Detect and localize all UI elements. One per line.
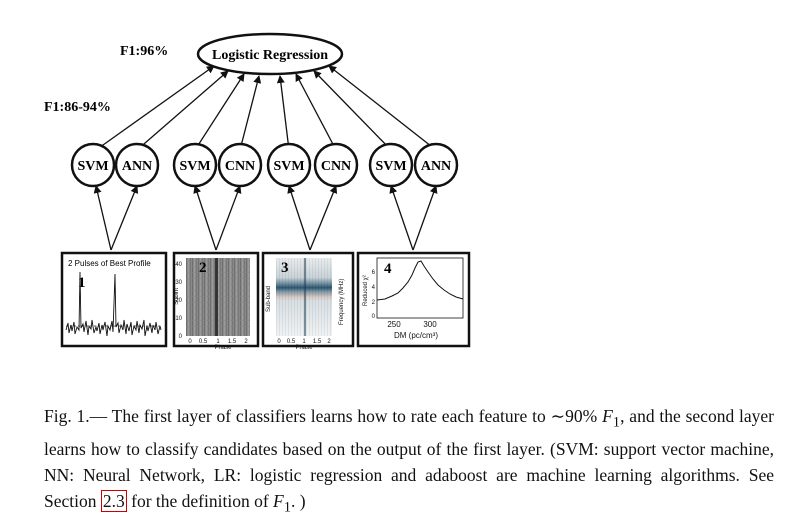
panel-3-xtick: 0 xyxy=(277,339,281,345)
bottom-edges xyxy=(93,185,438,251)
panel-2-ylabel: Subint xyxy=(174,288,180,305)
panel-4-ytick: 0 xyxy=(372,314,376,320)
caption-text-2: , and the second layer learns how to cla… xyxy=(44,406,774,511)
panel-4-ytick: 6 xyxy=(372,270,376,276)
panel-2-ytick: 10 xyxy=(175,316,182,322)
panel-3-phase-frequency: 3 0 0.5 1 1.5 2 Phase Sub-band Frequency… xyxy=(261,251,355,351)
caption-text-4: . ) xyxy=(291,490,306,511)
classifier-label: SVM xyxy=(77,159,108,174)
classifier-node-4: CNN xyxy=(217,142,263,188)
panel-4-ylabel: Reduced χ² xyxy=(363,275,369,306)
classifier-label: CNN xyxy=(321,159,351,174)
panel-2-number: 2 xyxy=(199,260,207,276)
classifier-diagram: Logistic Regression F1:96% F1:86-94% SVM… xyxy=(44,32,471,351)
panel-1-number: 1 xyxy=(78,275,86,291)
classifier-node-5: SVM xyxy=(266,142,312,188)
caption-text-1: The first layer of classifiers learns ho… xyxy=(107,406,603,426)
classifier-label: SVM xyxy=(273,159,304,174)
caption-f1-subscript: 1 xyxy=(283,499,292,515)
panel-4-xtick: 250 xyxy=(387,320,401,329)
panel-2-phase-time: 2 0 10 20 30 40 0 0.5 1 1.5 2 Phase Subi… xyxy=(172,251,260,351)
panel-4-dm-curve: 4 0 2 4 6 Reduced χ² 250 300 DM (pc/cm³) xyxy=(356,251,471,348)
panel-1-profile: 2 Pulses of Best Profile 1 xyxy=(60,251,168,348)
panel-3-number: 3 xyxy=(281,260,289,276)
classifier-label: SVM xyxy=(179,159,210,174)
dm-curve xyxy=(376,260,464,301)
caption-text-3: for the definition of xyxy=(126,490,274,511)
panel-2-ytick: 40 xyxy=(175,262,182,268)
logistic-regression-label: Logistic Regression xyxy=(212,48,328,63)
classifier-node-6: CNN xyxy=(313,142,359,188)
panel-4-number: 4 xyxy=(384,261,392,277)
panel-2-xlabel: Phase xyxy=(214,345,232,351)
panel-3-xtick: 0.5 xyxy=(287,339,296,345)
panel-2-xtick: 0 xyxy=(188,339,192,345)
caption-f1-symbol: F xyxy=(602,406,613,426)
panel-4-ytick: 4 xyxy=(372,285,376,291)
panel-1-title: 2 Pulses of Best Profile xyxy=(68,259,151,268)
classifier-node-7: SVM xyxy=(368,142,414,188)
panel-2-ytick: 30 xyxy=(175,280,182,286)
classifier-node-1: SVM xyxy=(70,142,116,188)
panel-2-xtick: 0.5 xyxy=(199,339,208,345)
classifier-layer: SVM ANN SVM CNN SVM CNN SVM ANN xyxy=(70,142,459,188)
classifier-label: ANN xyxy=(421,159,451,174)
panel-2-ytick: 0 xyxy=(179,334,183,340)
panel-2-ytick: 20 xyxy=(175,298,182,304)
panel-4-plot-frame xyxy=(376,257,464,319)
f1-layer-label: F1:86-94% xyxy=(44,100,111,115)
panel-4-xtick: 300 xyxy=(423,320,437,329)
f1-top-label: F1:96% xyxy=(120,44,168,59)
profile-trace xyxy=(65,271,162,337)
panel-2-xtick: 2 xyxy=(244,339,248,345)
classifier-label: CNN xyxy=(225,159,255,174)
logistic-regression-node: Logistic Regression xyxy=(196,32,344,76)
panel-3-xtick: 1.5 xyxy=(313,339,322,345)
caption-lead: Fig. 1.— xyxy=(44,406,108,426)
panel-3-right-label: Frequency (MHz) xyxy=(339,279,345,325)
panel-4-xlabel: DM (pc/cm³) xyxy=(394,331,438,340)
top-edges xyxy=(95,65,437,151)
caption-f1-symbol: F xyxy=(273,490,284,511)
panel-3-xtick: 2 xyxy=(327,339,331,345)
classifier-node-2: ANN xyxy=(114,142,160,188)
classifier-label: ANN xyxy=(122,159,152,174)
classifier-node-8: ANN xyxy=(413,142,459,188)
panel-3-xtick: 1 xyxy=(302,339,306,345)
panel-3-ylabel: Sub-band xyxy=(266,286,272,312)
figure-caption: Fig. 1.— The first layer of classifiers … xyxy=(44,403,774,520)
classifier-label: SVM xyxy=(375,159,406,174)
section-reference-link[interactable]: 2.3 xyxy=(100,489,127,512)
panel-3-xlabel: Phase xyxy=(295,345,313,351)
caption-f1-subscript: 1 xyxy=(612,414,621,431)
panel-2-xtick: 1 xyxy=(216,339,220,345)
panel-2-xtick: 1.5 xyxy=(228,339,237,345)
classifier-node-3: SVM xyxy=(172,142,218,188)
panel-4-ytick: 2 xyxy=(372,300,376,306)
